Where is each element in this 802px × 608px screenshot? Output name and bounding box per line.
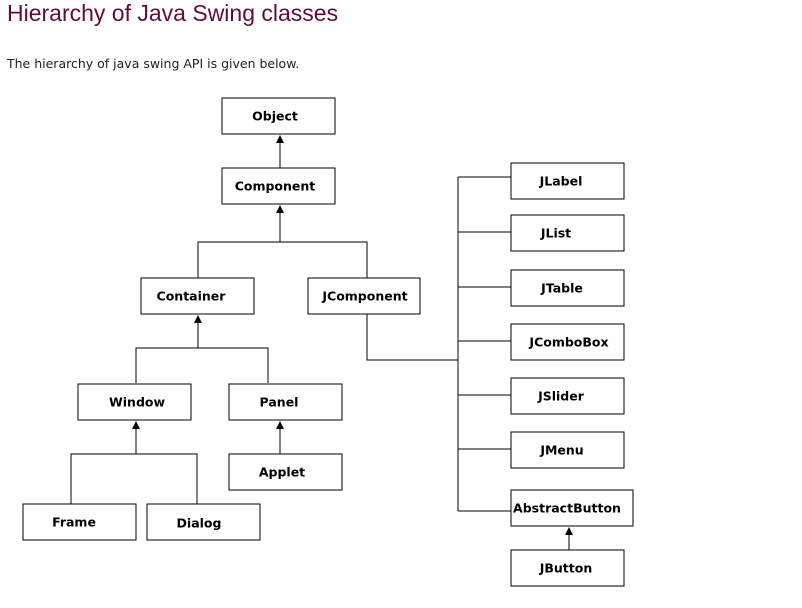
node-label: Panel (260, 395, 299, 410)
arrow-to-object (276, 135, 284, 143)
node-object: Object (221, 97, 336, 135)
node-label: AbstractButton (513, 501, 621, 516)
arrow-to-window (132, 421, 140, 429)
node-panel: Panel (228, 383, 343, 421)
node-jcomponent: JComponent (307, 277, 421, 315)
node-abstractbutton: AbstractButton (510, 489, 634, 527)
node-jcombobox: JComboBox (510, 323, 625, 361)
node-label: JButton (539, 561, 593, 576)
node-frame: Frame (22, 503, 137, 541)
intro-text: The hierarchy of java swing API is given… (7, 56, 300, 71)
arrow-to-panel (276, 421, 284, 429)
edge-container-component (197, 241, 368, 278)
node-jmenu: JMenu (510, 431, 625, 469)
node-jslider: JSlider (510, 377, 625, 415)
node-label: Component (235, 179, 316, 194)
node-label: Applet (259, 465, 305, 480)
arrow-to-abstractbutton (565, 527, 573, 535)
edge-frame-window (70, 453, 198, 504)
node-label: Window (109, 395, 166, 410)
node-label: JSlider (537, 389, 585, 404)
node-window: Window (77, 383, 192, 421)
node-label: JTable (540, 281, 583, 296)
node-jlabel: JLabel (510, 162, 625, 200)
node-jtable: JTable (510, 269, 625, 307)
node-label: JLabel (539, 174, 583, 189)
node-jbutton: JButton (510, 549, 625, 587)
node-component: Component (221, 167, 336, 205)
node-label: JMenu (539, 443, 583, 458)
arrow-to-container (194, 315, 202, 323)
edge-jcomponent-bus (366, 314, 458, 361)
node-label: JComboBox (528, 335, 608, 350)
arrow-to-component (276, 205, 284, 213)
node-label: JComponent (321, 289, 407, 304)
page-title: Hierarchy of Java Swing classes (7, 0, 339, 26)
diagram-edges (70, 135, 573, 550)
node-label: Object (252, 109, 298, 124)
node-label: Frame (52, 515, 96, 530)
edge-window-container (135, 347, 269, 383)
node-label: Container (157, 289, 227, 304)
node-label: Dialog (177, 516, 222, 531)
node-dialog: Dialog (146, 503, 261, 541)
node-applet: Applet (228, 453, 343, 491)
node-label: JList (540, 226, 571, 241)
node-jlist: JList (510, 214, 625, 252)
node-container: Container (140, 277, 255, 315)
